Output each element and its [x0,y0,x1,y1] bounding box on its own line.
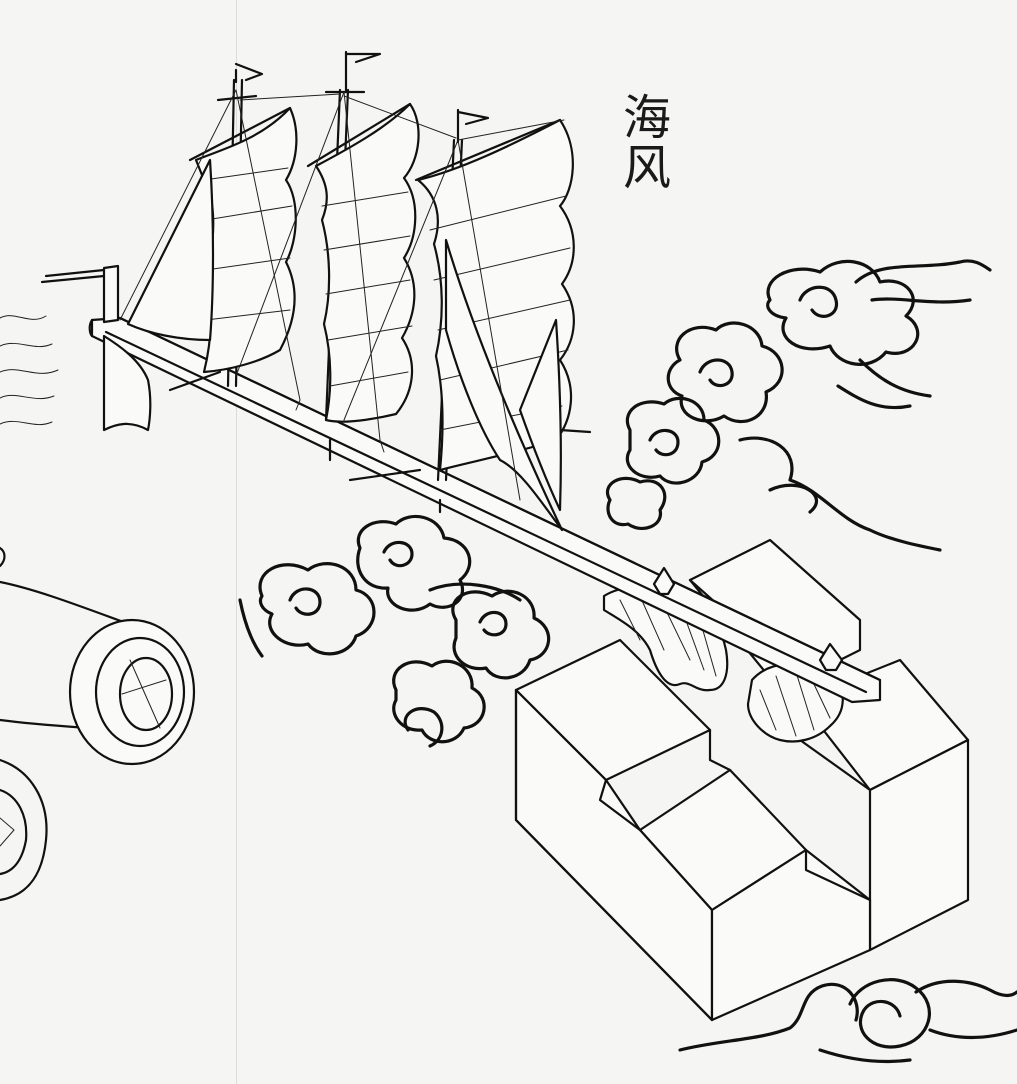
sail-rear [126,106,298,374]
sail-middle [314,102,420,423]
caption-text: 海风 [614,92,670,192]
cannon-drawing [0,546,196,902]
rigging [119,89,565,501]
left-waves [0,315,59,426]
sail-front [416,118,575,532]
cloud-bottom-right [678,978,1017,1064]
stone-blocks [514,538,970,1022]
cloud-right-middle [606,321,942,552]
ship-deck-beam [40,264,882,704]
page-fold-line [236,0,237,1084]
cloud-right-upper [766,259,992,410]
cloud-center [238,514,551,748]
